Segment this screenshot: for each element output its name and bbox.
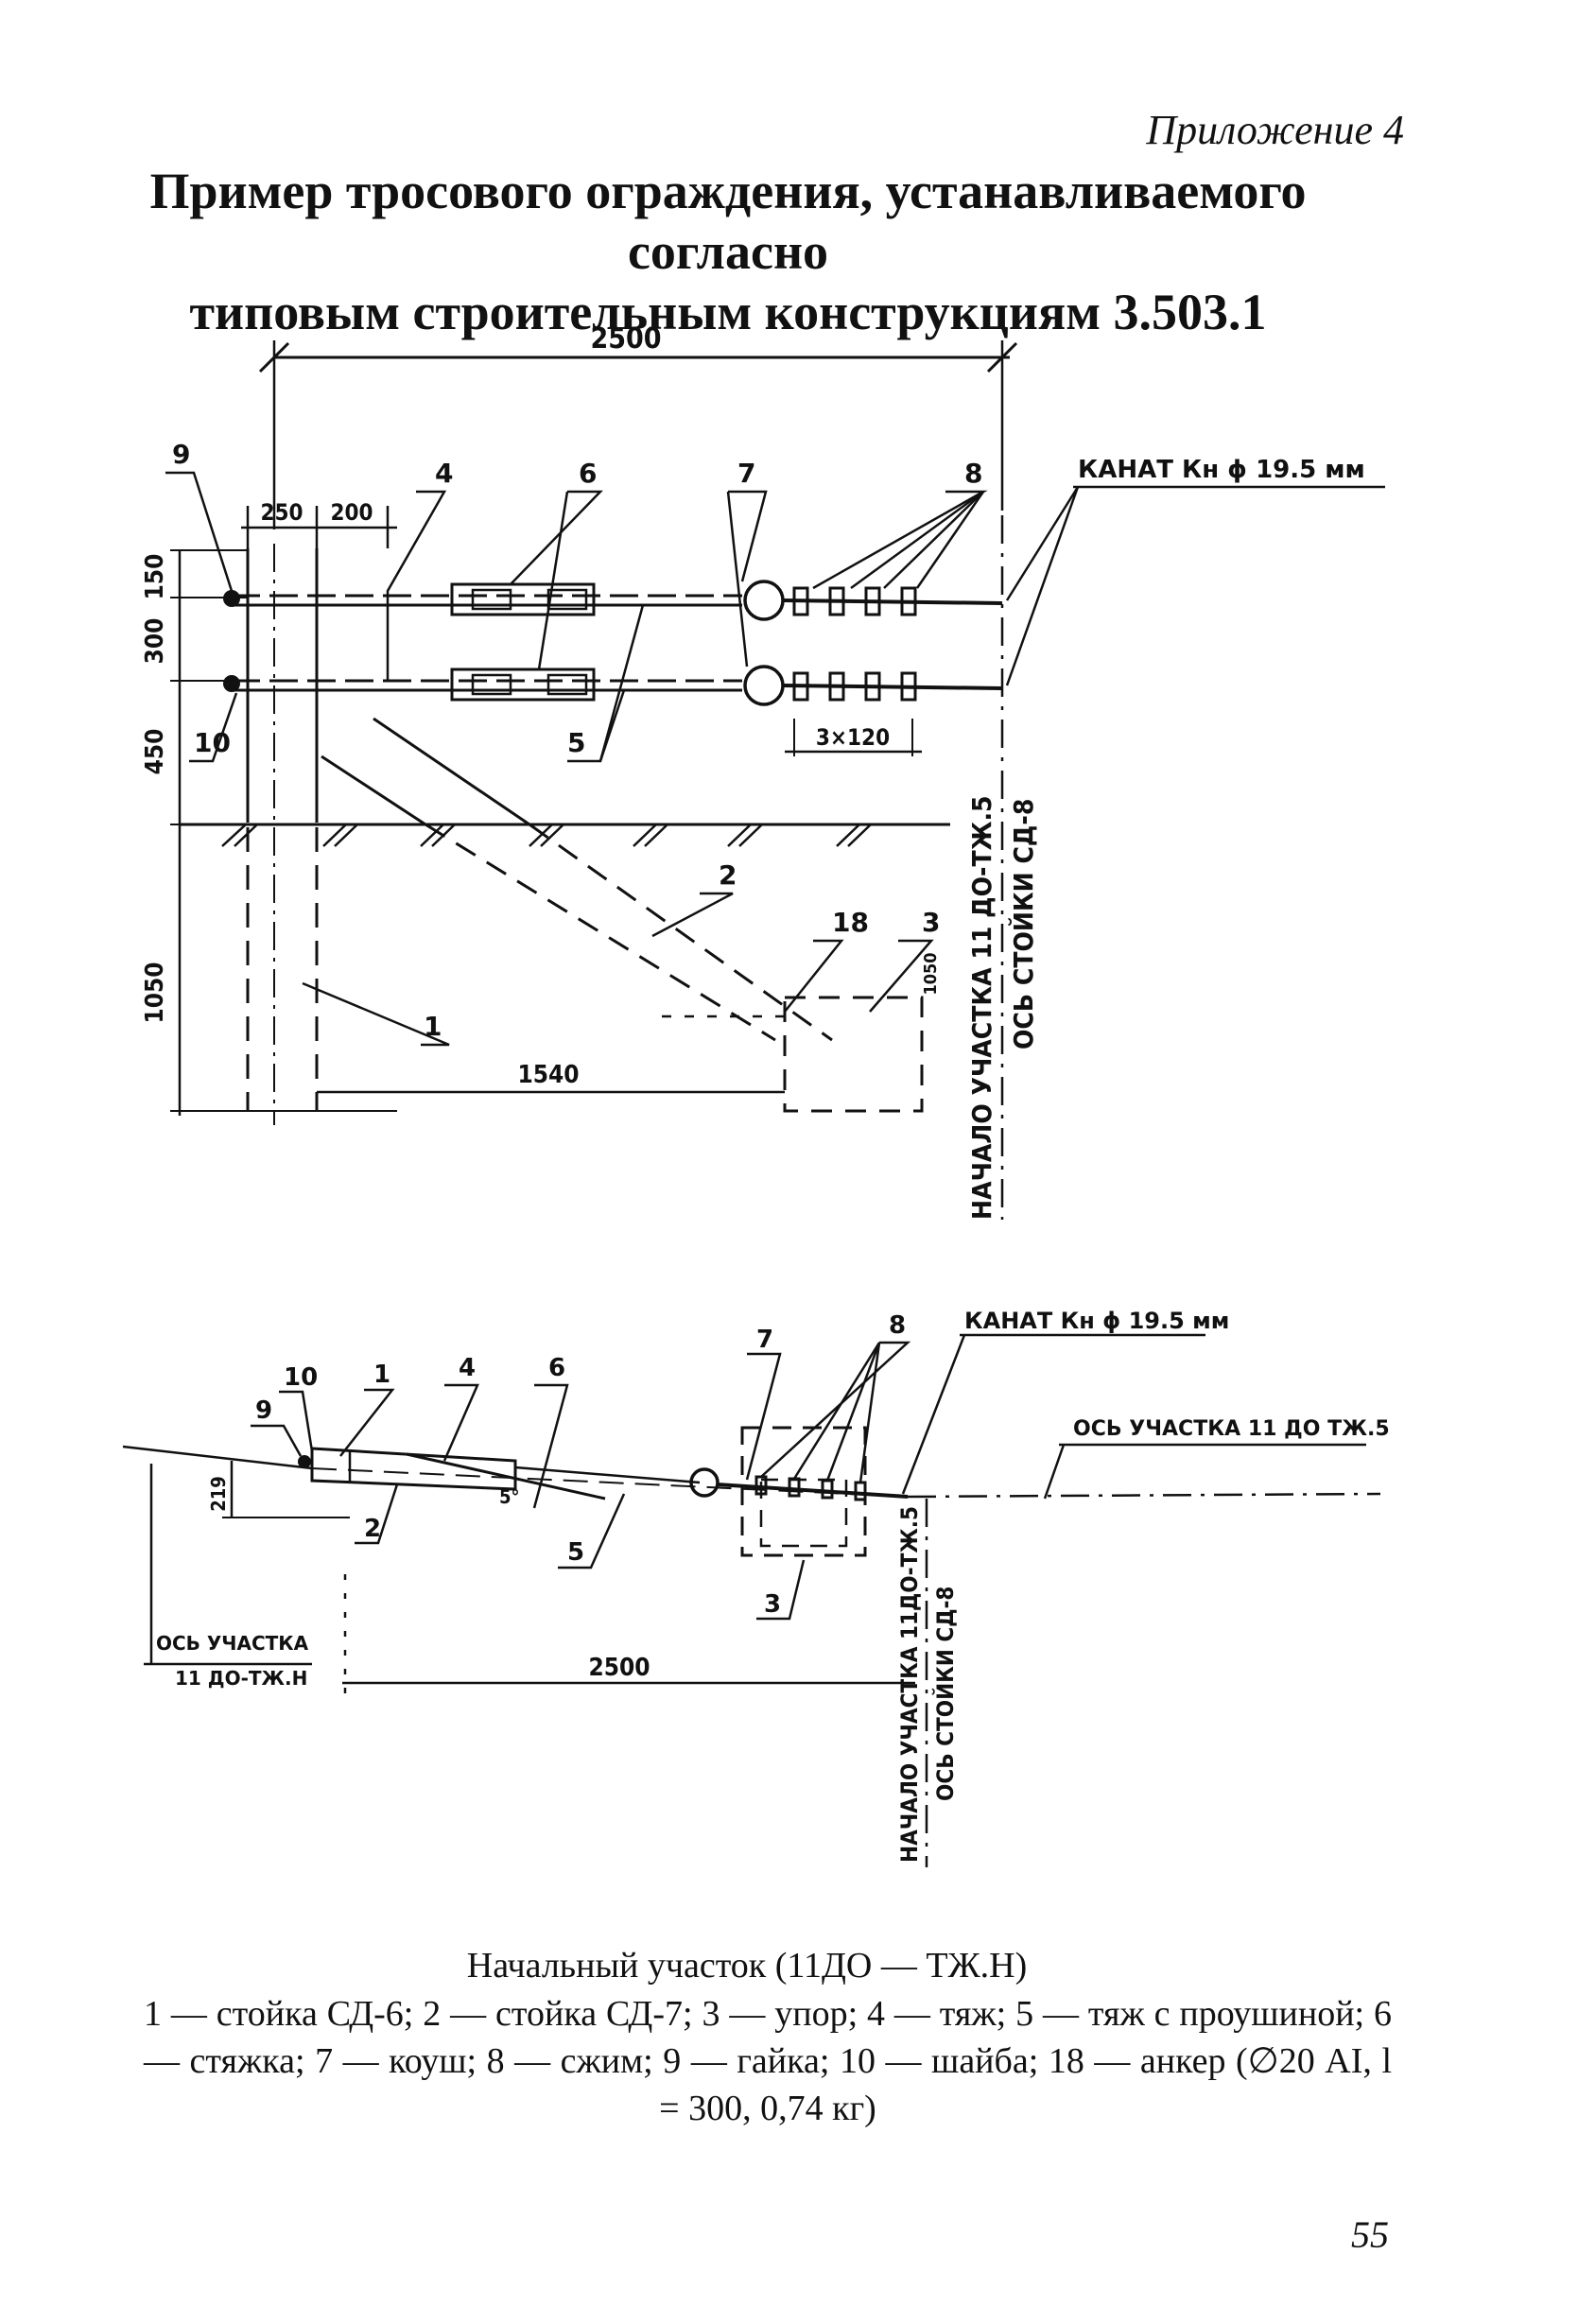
angle-text: 5° xyxy=(499,1485,520,1508)
grade-line-left xyxy=(122,1445,313,1470)
bottom-thimble xyxy=(689,1467,720,1498)
dim-3x120-text: 3×120 xyxy=(816,724,890,751)
dim-250-text: 250 xyxy=(260,499,303,526)
dim-tick xyxy=(986,341,1018,373)
bottom-callout-7: 7 xyxy=(756,1326,773,1354)
bottom-callout-1: 1 xyxy=(373,1361,390,1389)
bottom-vertical-2: ОСЬ СТОЙКИ СД-8 xyxy=(931,1587,959,1801)
title-line-1: Пример тросового ограждения, устанавлива… xyxy=(149,163,1307,280)
bottom-callout-8: 8 xyxy=(889,1311,906,1340)
callout-8: 8 xyxy=(964,458,982,489)
callouts-top: 9 4 6 7 8 10 5 2 18 3 1 xyxy=(172,439,982,1042)
strut-buried-1 xyxy=(425,823,776,1042)
leader-lines-bottom xyxy=(251,1341,911,1621)
callout-5: 5 xyxy=(567,727,585,758)
dim-1050-small-text: 1050 xyxy=(921,952,941,995)
callout-3: 3 xyxy=(922,907,940,938)
dim-1540-text: 1540 xyxy=(517,1061,579,1089)
bottom-callout-3: 3 xyxy=(764,1590,781,1619)
upper-cable xyxy=(782,598,1003,605)
dim-300-text: 300 xyxy=(141,618,169,665)
dim-tick xyxy=(258,341,290,373)
bottom-rod xyxy=(406,1452,606,1500)
bottom-callout-9: 9 xyxy=(255,1396,272,1425)
callout-4: 4 xyxy=(435,458,453,489)
strut-buried-2 xyxy=(529,823,833,1042)
dim-1050-text: 1050 xyxy=(141,962,169,1023)
upper-thimble xyxy=(743,580,785,621)
axis-label-1: НАЧАЛО УЧАСТКА 11 ДО-ТЖ.5 xyxy=(966,795,997,1220)
dim-219-text: 219 xyxy=(207,1476,230,1512)
bottom-callout-10: 10 xyxy=(284,1363,318,1392)
title-line-2: типовым строительным конструкциям 3.503.… xyxy=(189,284,1267,340)
bottom-post xyxy=(310,1447,517,1491)
lower-thimble xyxy=(743,665,785,706)
lower-nut xyxy=(223,675,240,692)
anchor-block xyxy=(783,996,924,1113)
dim-2500-text: 2500 xyxy=(590,322,661,356)
dim-450-text: 450 xyxy=(141,729,169,775)
callout-7: 7 xyxy=(737,458,755,489)
page-number: 55 xyxy=(1351,2213,1389,2256)
bottom-cable-label: КАНАТ Кн ϕ 19.5 мм xyxy=(964,1308,1229,1334)
callout-9: 9 xyxy=(172,439,190,470)
bottom-nut xyxy=(298,1455,311,1468)
bottom-cable xyxy=(716,1483,909,1499)
bottom-axis-left-2: 11 ДО-ТЖ.Н xyxy=(175,1667,307,1690)
cable-label: КАНАТ Кн ϕ 19.5 мм xyxy=(1078,456,1365,484)
lower-turnbuckle xyxy=(450,668,596,702)
bottom-dim-2500-text: 2500 xyxy=(588,1654,650,1682)
bottom-callout-2: 2 xyxy=(364,1515,381,1543)
bottom-callout-5: 5 xyxy=(567,1538,584,1567)
strut-upper-1 xyxy=(321,754,426,826)
page-title: Пример тросового ограждения, устанавлива… xyxy=(113,161,1343,342)
strut-upper-2 xyxy=(373,717,530,826)
bottom-callout-6: 6 xyxy=(548,1354,565,1382)
bottom-axis-right: ОСЬ УЧАСТКА 11 ДО ТЖ.5 xyxy=(1073,1417,1390,1441)
callout-2: 2 xyxy=(719,859,737,891)
grade-line-right xyxy=(907,1492,1381,1499)
callout-1: 1 xyxy=(424,1011,442,1042)
bottom-callout-4: 4 xyxy=(459,1354,476,1382)
axis-label-2: ОСЬ СТОЙКИ СД-8 xyxy=(1007,799,1039,1049)
dim-150-text: 150 xyxy=(141,554,169,600)
callout-6: 6 xyxy=(579,458,597,489)
appendix-label: Приложение 4 xyxy=(1146,107,1404,153)
figure-caption-title: Начальный участок (11ДО — ТЖ.Н) xyxy=(466,1946,1028,1986)
ground-hatching xyxy=(221,824,872,847)
bottom-vertical-1: НАЧАЛО УЧАСТКА 11ДО-ТЖ.5 xyxy=(896,1506,923,1863)
bottom-drawing: КАНАТ Кн ϕ 19.5 мм ОСЬ УЧАСТКА 11 ДО ТЖ.… xyxy=(122,1308,1390,1867)
callout-18: 18 xyxy=(832,907,869,938)
lower-cable xyxy=(782,684,1003,690)
callout-10: 10 xyxy=(194,727,231,758)
leader-lines-top xyxy=(165,471,988,1047)
callouts-bottom: 10 9 1 4 6 7 8 2 5 3 xyxy=(255,1311,906,1619)
upper-turnbuckle xyxy=(450,582,596,616)
bottom-anchor-block xyxy=(740,1426,867,1557)
upper-nut xyxy=(223,590,240,607)
bottom-axis-left-1: ОСЬ УЧАСТКА xyxy=(156,1632,309,1655)
figure-legend: 1 — стойка СД-6; 2 — стойка СД-7; 3 — уп… xyxy=(144,1994,1392,2128)
top-drawing: 2500 250 200 150 300 450 1050 xyxy=(141,322,1385,1220)
dim-200-text: 200 xyxy=(330,499,373,526)
